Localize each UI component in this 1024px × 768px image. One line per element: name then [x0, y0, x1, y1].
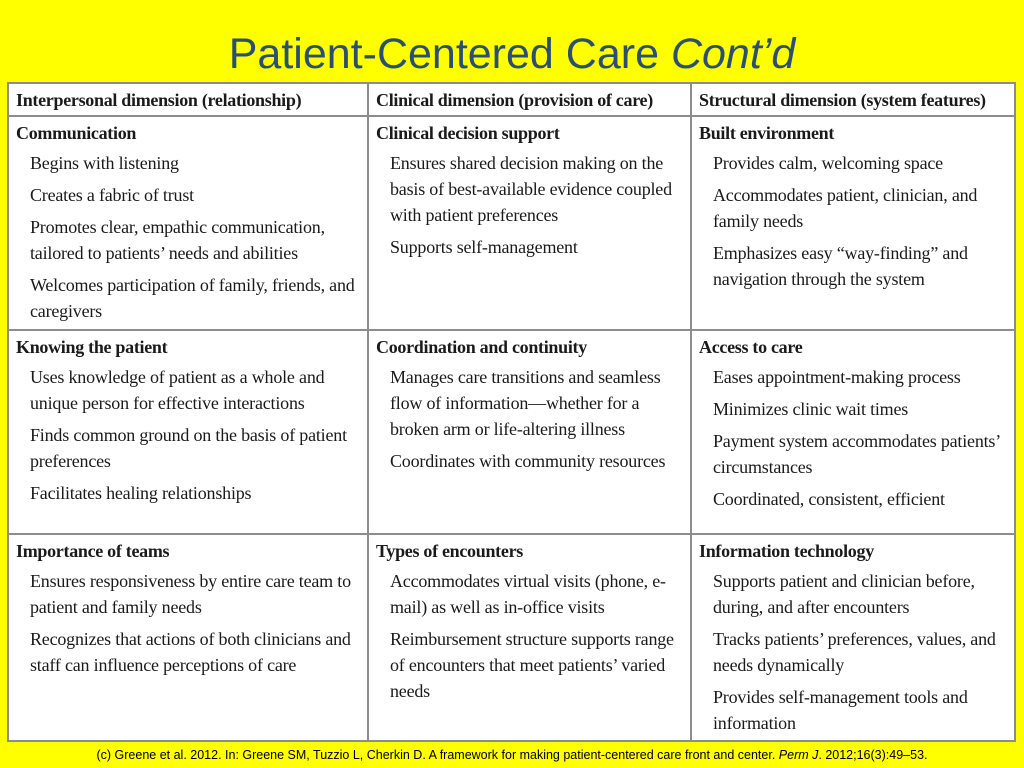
section-title: Built environment: [699, 123, 835, 143]
list-item: Manages care transitions and seamless fl…: [390, 367, 661, 439]
cell-information-technology: Information technology Supports patient …: [699, 535, 1011, 742]
list-item: Promotes clear, empathic communication, …: [30, 217, 325, 263]
section-title: Coordination and continuity: [376, 337, 587, 357]
citation-journal: Perm J: [778, 748, 819, 762]
list-item: Supports self-management: [390, 237, 578, 257]
cell-types-of-encounters: Types of encounters Accommodates virtual…: [376, 535, 684, 710]
section-title: Access to care: [699, 337, 803, 357]
row-divider: [9, 115, 1014, 117]
slide-title-italic: Cont’d: [670, 30, 796, 78]
cell-built-environment: Built environment Provides calm, welcomi…: [699, 117, 1011, 298]
citation-text: (c) Greene et al. 2012. In: Greene SM, T…: [96, 748, 776, 762]
column-divider: [367, 84, 369, 740]
section-title: Importance of teams: [16, 541, 170, 561]
slide-title-main: Patient-Centered Care: [228, 30, 659, 78]
list-item: Creates a fabric of trust: [30, 185, 194, 205]
cell-coordination-continuity: Coordination and continuity Manages care…: [376, 331, 684, 480]
list-item: Finds common ground on the basis of pati…: [30, 425, 347, 471]
list-item: Ensures responsiveness by entire care te…: [30, 571, 351, 617]
list-item: Welcomes participation of family, friend…: [30, 275, 355, 321]
section-title: Communication: [16, 123, 137, 143]
list-item: Eases appointment-making process: [713, 367, 961, 387]
citation-footer: (c) Greene et al. 2012. In: Greene SM, T…: [0, 748, 1024, 762]
list-item: Facilitates healing relationships: [30, 483, 252, 503]
list-item: Provides calm, welcoming space: [713, 153, 943, 173]
column-divider: [690, 84, 692, 740]
row-divider: [9, 533, 1014, 535]
citation-details: . 2012;16(3):49–53.: [818, 748, 928, 762]
list-item: Reimbursement structure supports range o…: [390, 629, 674, 701]
header-interpersonal: Interpersonal dimension (relationship): [16, 90, 302, 110]
framework-table: Interpersonal dimension (relationship) C…: [7, 82, 1016, 742]
list-item: Emphasizes easy “way-finding” and naviga…: [713, 243, 968, 289]
list-item: Recognizes that actions of both clinicia…: [30, 629, 351, 675]
list-item: Uses knowledge of patient as a whole and…: [30, 367, 325, 413]
list-item: Provides self-management tools and infor…: [713, 687, 968, 733]
cell-importance-of-teams: Importance of teams Ensures responsivene…: [16, 535, 362, 684]
list-item: Payment system accommodates patients’ ci…: [713, 431, 1000, 477]
cell-access-to-care: Access to care Eases appointment-making …: [699, 331, 1011, 518]
list-item: Accommodates patient, clinician, and fam…: [713, 185, 978, 231]
section-title: Information technology: [699, 541, 874, 561]
list-item: Accommodates virtual visits (phone, e-ma…: [390, 571, 666, 617]
header-structural: Structural dimension (system features): [699, 90, 986, 110]
list-item: Supports patient and clinician before, d…: [713, 571, 975, 617]
list-item: Coordinated, consistent, efficient: [713, 489, 945, 509]
header-clinical: Clinical dimension (provision of care): [376, 90, 653, 110]
list-item: Coordinates with community resources: [390, 451, 666, 471]
section-title: Types of encounters: [376, 541, 523, 561]
cell-communication: Communication Begins with listening Crea…: [16, 117, 362, 330]
list-item: Minimizes clinic wait times: [713, 399, 909, 419]
slide-title: Patient-Centered Care Cont’d: [0, 28, 1024, 80]
cell-clinical-decision-support: Clinical decision support Ensures shared…: [376, 117, 684, 266]
list-item: Tracks patients’ preferences, values, an…: [713, 629, 996, 675]
list-item: Ensures shared decision making on the ba…: [390, 153, 672, 225]
section-title: Knowing the patient: [16, 337, 168, 357]
list-item: Begins with listening: [30, 153, 179, 173]
row-divider: [9, 329, 1014, 331]
section-title: Clinical decision support: [376, 123, 560, 143]
cell-knowing-the-patient: Knowing the patient Uses knowledge of pa…: [16, 331, 362, 512]
